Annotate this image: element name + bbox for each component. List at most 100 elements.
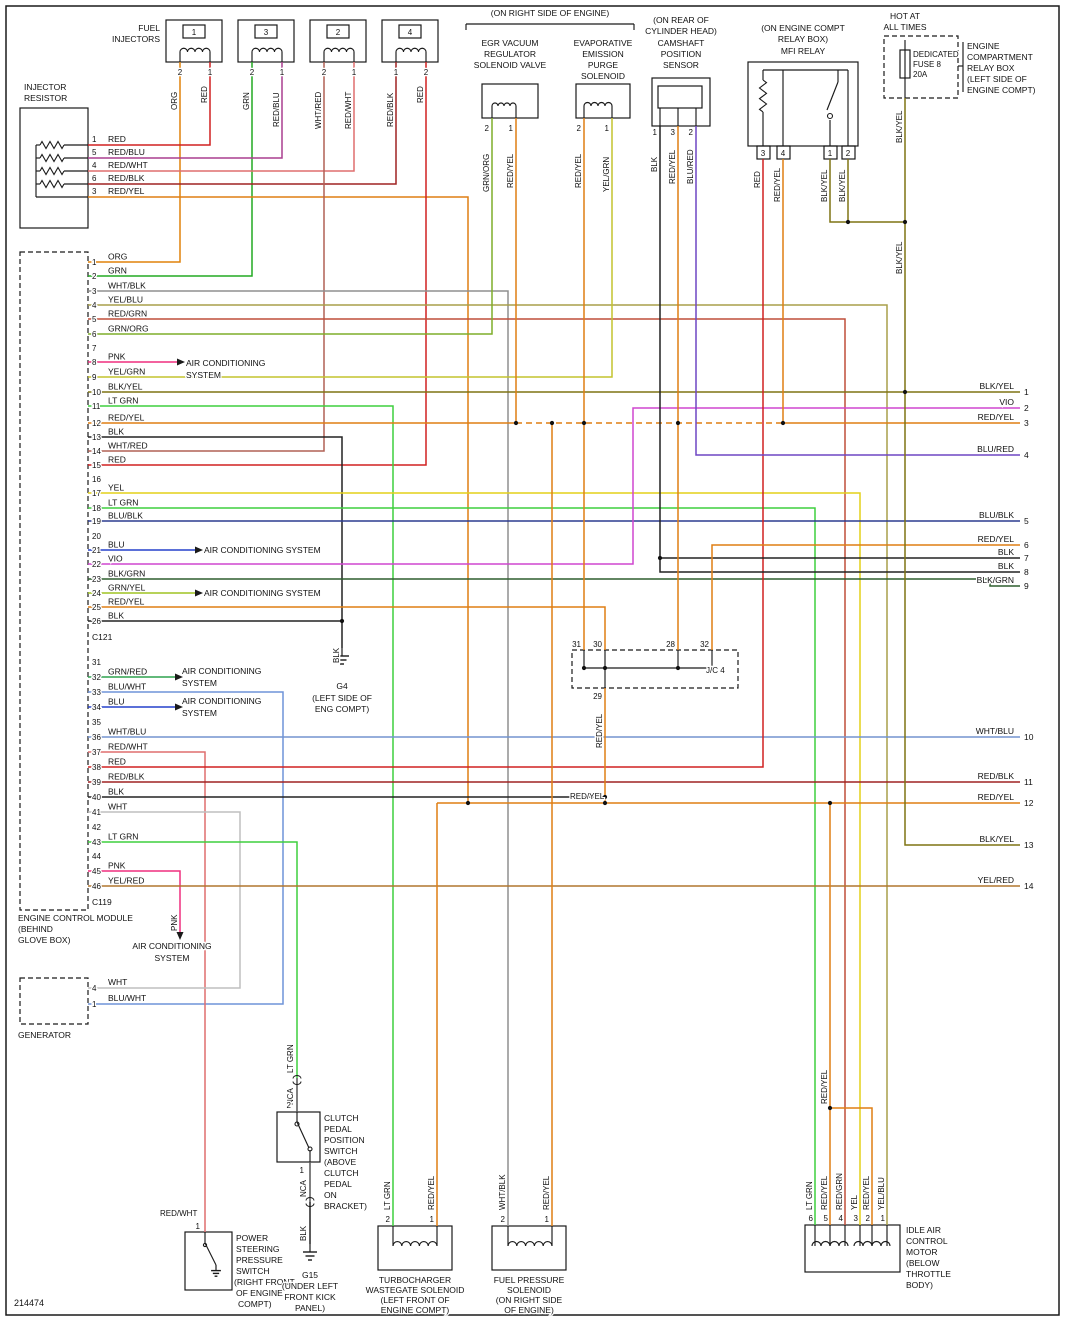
diagram-border <box>5 5 1060 1316</box>
junction-dot <box>902 219 908 225</box>
diagram-label: RED/YEL <box>108 186 145 196</box>
terminal-number: 14 <box>1024 881 1034 891</box>
wire-red-yel <box>88 606 606 650</box>
diagram-label: DEDICATED <box>913 50 959 59</box>
diagram-label: EMISSION <box>582 49 624 59</box>
diagram-label: FUEL <box>138 23 160 33</box>
diagram-label: SENSOR <box>663 60 699 70</box>
diagram-label: 1 <box>605 124 610 133</box>
diagram-label: 2 <box>287 1101 292 1110</box>
ecm-pin-number: 25 <box>92 603 101 612</box>
junction-dot <box>827 1105 833 1111</box>
terminal-wire-label: WHT/BLU <box>976 726 1014 736</box>
terminal-wire-label: RED/BLK <box>978 771 1015 781</box>
resistor-icon <box>39 179 65 189</box>
junction-dot <box>581 420 587 426</box>
arrow-icon <box>176 932 184 940</box>
diagram-label: CAMSHAFT <box>658 38 705 48</box>
ecm-pin-wire-label: LT GRN <box>108 832 138 842</box>
arrow-icon <box>175 673 183 681</box>
ecm-pin-wire-label: RED/BLK <box>108 772 145 782</box>
ecm-pin-wire-label: YEL <box>108 483 124 493</box>
diagram-label: COMPT) <box>238 1299 272 1309</box>
ecm-pin-number: 15 <box>92 461 101 470</box>
diagram-label: RED/BLK <box>386 92 395 127</box>
diagram-label: BRACKET) <box>324 1201 367 1211</box>
diagram-label: BLK <box>332 647 341 663</box>
junction-dot <box>513 420 519 426</box>
generator-box <box>19 977 89 1025</box>
diagram-label: (ABOVE <box>324 1157 356 1167</box>
ecm-pin-number: 40 <box>92 793 101 802</box>
ecm-pin-number: 38 <box>92 763 101 772</box>
diagram-label: RED/YEL <box>668 149 677 184</box>
diagram-label: SOLENOID <box>507 1285 551 1295</box>
diagram-label: BLU/WHT <box>108 993 146 1003</box>
connector-icon <box>305 1197 315 1201</box>
arrow-icon <box>177 358 185 366</box>
diagram-label: CONTROL <box>906 1236 948 1246</box>
diagram-label: RED/YEL <box>595 713 604 748</box>
diagram-label: POSITION <box>661 49 702 59</box>
diagram-label: 2 <box>424 68 429 77</box>
terminal-wire-label: BLK/GRN <box>977 575 1014 585</box>
ecm-pin-number: 23 <box>92 575 101 584</box>
wire-red-yel <box>88 196 469 803</box>
junction-dot <box>675 420 681 426</box>
diagram-label: ENGINE CONTROL MODULE <box>18 913 133 923</box>
ecm-pin-number: 12 <box>92 419 101 428</box>
terminal-number: 12 <box>1024 798 1034 808</box>
diagram-label: 2 <box>485 124 490 133</box>
resistor-icon <box>39 153 65 163</box>
arrow-icon <box>175 703 183 711</box>
ecm-pin-number: 6 <box>92 330 97 339</box>
diagram-label: (UNDER LEFT <box>282 1281 338 1291</box>
egr-solenoid-box <box>481 83 539 119</box>
wire-red-yel <box>711 544 1020 650</box>
junction-dot <box>465 800 471 806</box>
diagram-label: AIR CONDITIONING SYSTEM <box>204 545 321 555</box>
wire-lt-grn <box>88 507 816 1225</box>
ecm-pin-wire-label: RED/YEL <box>108 413 145 423</box>
diagram-label: MOTOR <box>906 1247 937 1257</box>
terminal-number: 8 <box>1024 567 1029 577</box>
ecm-pin-number: 39 <box>92 778 101 787</box>
diagram-label: 3 <box>264 28 269 37</box>
idle-air-control-motor-box <box>804 1224 901 1273</box>
contact-icon <box>307 1146 313 1152</box>
terminal-wire-label: BLK/YEL <box>980 834 1015 844</box>
ecm-pin-number: 43 <box>92 838 101 847</box>
camshaft-sensor-box <box>651 77 711 127</box>
diagram-label: 2 <box>386 1215 391 1224</box>
terminal-wire-label: BLU/BLK <box>979 510 1014 520</box>
diagram-label: RED/WHT <box>160 1209 197 1218</box>
wire-wht-red <box>88 62 325 452</box>
wire-blu-wht <box>88 691 284 1005</box>
ecm-pin-number: 37 <box>92 748 101 757</box>
diagram-label: RED/YEL <box>570 792 605 801</box>
terminal-wire-label: RED/YEL <box>978 412 1015 422</box>
ecm-pin-wire-label: YEL/BLU <box>108 295 143 305</box>
diagram-label: 1 <box>881 1214 886 1223</box>
ecm-pin-wire-label: GRN/YEL <box>108 583 146 593</box>
coil-winding-icon <box>583 101 613 107</box>
diagram-label: HOT AT <box>890 11 920 21</box>
diagram-label: CYLINDER HEAD) <box>645 26 717 36</box>
diagram-label: BLK/YEL <box>895 110 904 143</box>
diagram-label: STEERING <box>236 1244 279 1254</box>
diagram-label: RED/YEL <box>506 153 515 188</box>
diagram-label: SOLENOID <box>581 71 625 81</box>
wire-blk <box>659 558 1020 573</box>
diagram-label: RED/YEL <box>820 1069 829 1104</box>
resistor-icon <box>39 140 65 150</box>
wire-red <box>88 62 427 466</box>
ecm-pin-wire-label: RED/WHT <box>108 742 148 752</box>
terminal-wire-label: BLK/YEL <box>980 381 1015 391</box>
wire-red-wht <box>88 751 206 1232</box>
wire-blk-yel <box>829 159 905 223</box>
diagram-label: 6 <box>92 174 97 183</box>
ecm-pin-number: 36 <box>92 733 101 742</box>
diagram-label: BLK/YEL <box>838 169 847 202</box>
diagram-label: RED <box>753 171 762 188</box>
connector-icon <box>305 1203 315 1207</box>
